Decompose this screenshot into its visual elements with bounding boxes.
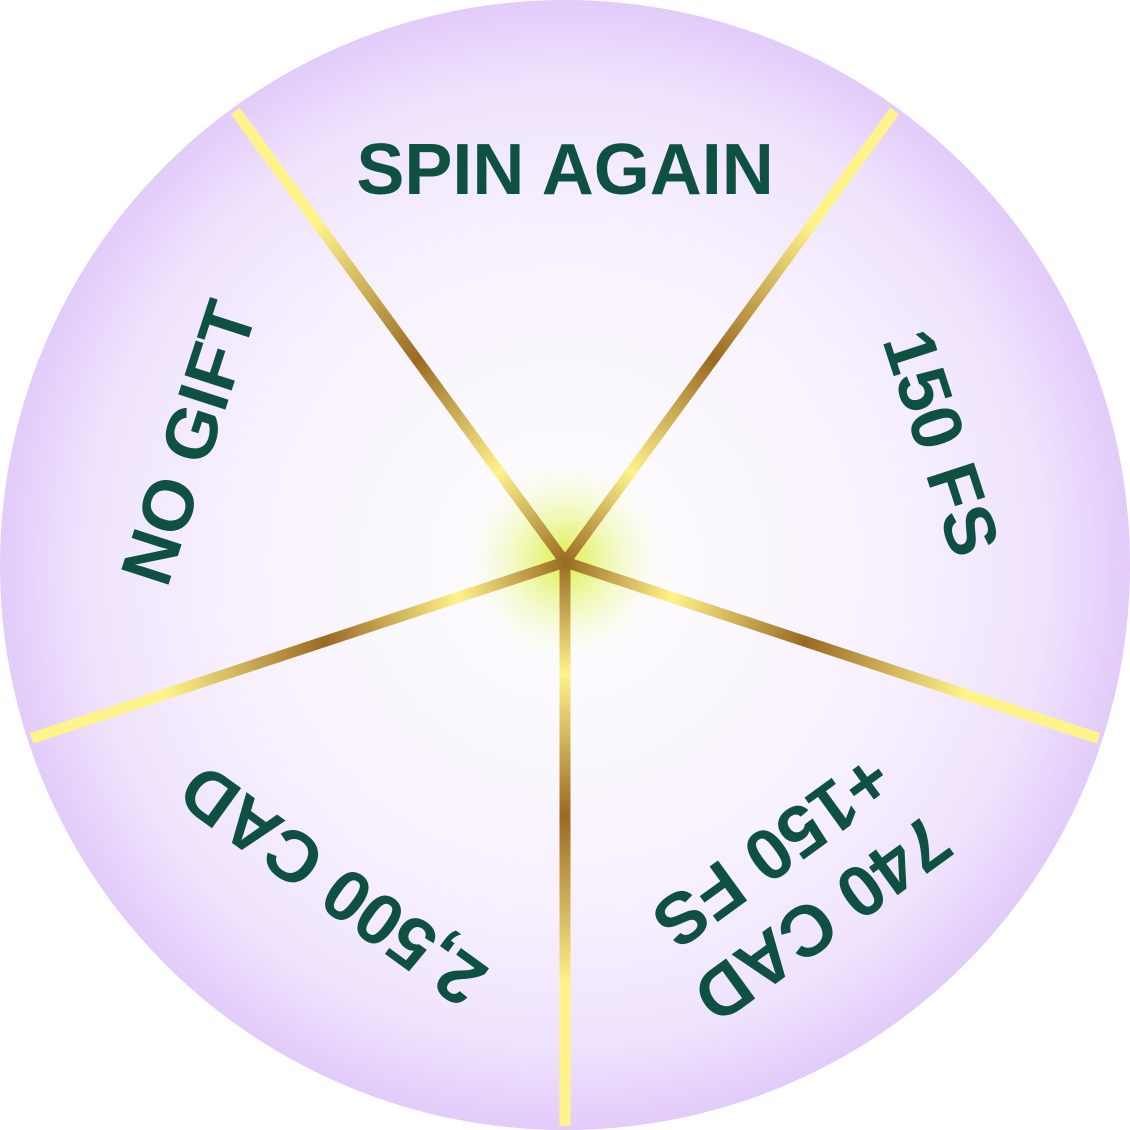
segment-divider: [29, 556, 567, 744]
segment-divider: [563, 556, 1101, 744]
segment-divider: [230, 107, 570, 566]
prize-label: SPIN AGAIN: [356, 130, 773, 210]
prize-segment[interactable]: SPIN AGAIN: [356, 130, 773, 210]
segment-divider: [560, 107, 900, 566]
